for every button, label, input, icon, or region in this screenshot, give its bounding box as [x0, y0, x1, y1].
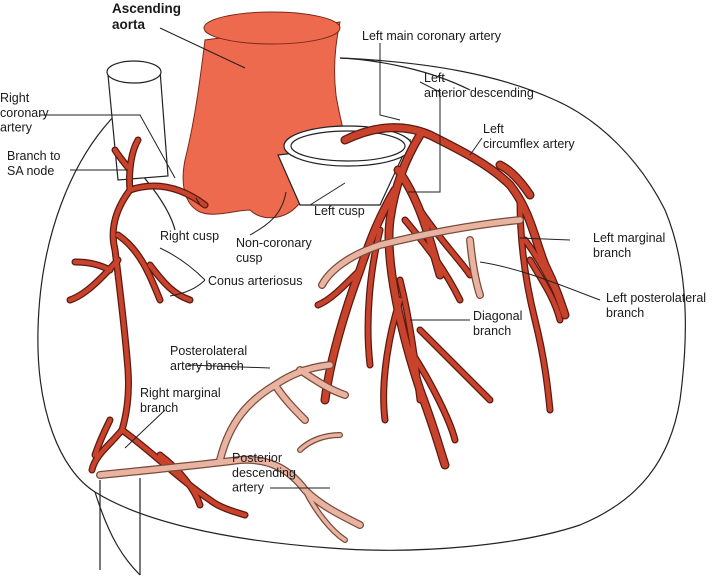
label-line: aorta [112, 17, 146, 32]
vessel-segment [112, 147, 133, 173]
vessel-segment [407, 347, 458, 443]
arterial-tree [66, 123, 570, 519]
label-line: Posterolateral [170, 344, 247, 358]
vessel-segment [315, 267, 363, 308]
label-line: Conus arteriosus [208, 274, 303, 288]
vessel-segment [67, 257, 121, 303]
vessel-segment [147, 262, 193, 303]
vessel-segment [298, 433, 342, 452]
vessel-segment [417, 207, 473, 278]
vessel-segment [127, 137, 141, 193]
label-line: Non-coronary [236, 236, 312, 250]
label-line: SA node [7, 164, 54, 178]
label-line: Left [483, 122, 504, 136]
label-line: Left [424, 71, 445, 85]
label-line: branch [593, 246, 631, 260]
vessel-segment [119, 427, 248, 518]
vein-paths-cores [97, 217, 523, 542]
vessel-segment [115, 232, 163, 303]
label-right-cusp: Right cusp [160, 229, 219, 243]
vessel-segment [157, 452, 203, 508]
vessel-segment [72, 259, 113, 273]
label-line: anterior descending [424, 86, 534, 100]
ivc-tube [99, 478, 141, 575]
vessel-segment [527, 257, 563, 323]
label-line: Left main coronary artery [362, 29, 502, 43]
label-line: branch [606, 306, 644, 320]
pulmonary-trunk [277, 125, 413, 206]
label-left-main-coronary: Left main coronary artery [362, 29, 502, 43]
label-line: Right cusp [160, 229, 219, 243]
vessel-segment [303, 488, 347, 542]
label-line: Branch to [7, 149, 61, 163]
label-conus-arteriosus: Conus arteriosus [208, 274, 303, 288]
vessel-segment [397, 277, 423, 403]
vessel-segment [297, 367, 348, 398]
heart-outline [37, 57, 686, 551]
vessel-segment [467, 237, 483, 298]
label-line: Posterior [232, 451, 282, 465]
label-line: Right [0, 91, 30, 105]
label-line: coronary [0, 106, 49, 120]
label-line: cusp [236, 251, 262, 265]
label-line: artery [0, 121, 33, 135]
vessel-segment [341, 124, 434, 144]
vessel-segment [496, 161, 534, 199]
vessel-segment [417, 327, 493, 403]
leader-lines [40, 27, 601, 489]
artery-paths-cores [67, 124, 569, 518]
label-left-cusp: Left cusp [314, 204, 365, 218]
label-line: Left posterolateral [606, 291, 706, 305]
label-line: Ascending [112, 1, 181, 16]
vessel-segment [92, 417, 113, 458]
vessel-segment [272, 382, 308, 423]
vessel-segment [97, 457, 363, 528]
label-line: artery branch [170, 359, 244, 373]
vessel-segment [522, 237, 558, 293]
heart-right-contour [339, 57, 471, 91]
label-line: Diagonal [473, 309, 522, 323]
vessel-segment [517, 197, 553, 413]
vessel-segment [385, 131, 449, 469]
label-line: Left marginal [593, 231, 665, 245]
label-line: branch [473, 324, 511, 338]
label-line: circumflex artery [483, 137, 575, 151]
vessel-segment [381, 297, 403, 423]
label-line: Right marginal [140, 386, 221, 400]
vessel-segment [402, 217, 463, 303]
label-line: Left cusp [314, 204, 365, 218]
label-line: branch [140, 401, 178, 415]
superior-vena-cava [106, 60, 169, 181]
vessel-segment [319, 217, 523, 288]
label-line: artery [232, 481, 265, 495]
label-line: descending [232, 466, 296, 480]
posterior-vessels [96, 216, 524, 543]
